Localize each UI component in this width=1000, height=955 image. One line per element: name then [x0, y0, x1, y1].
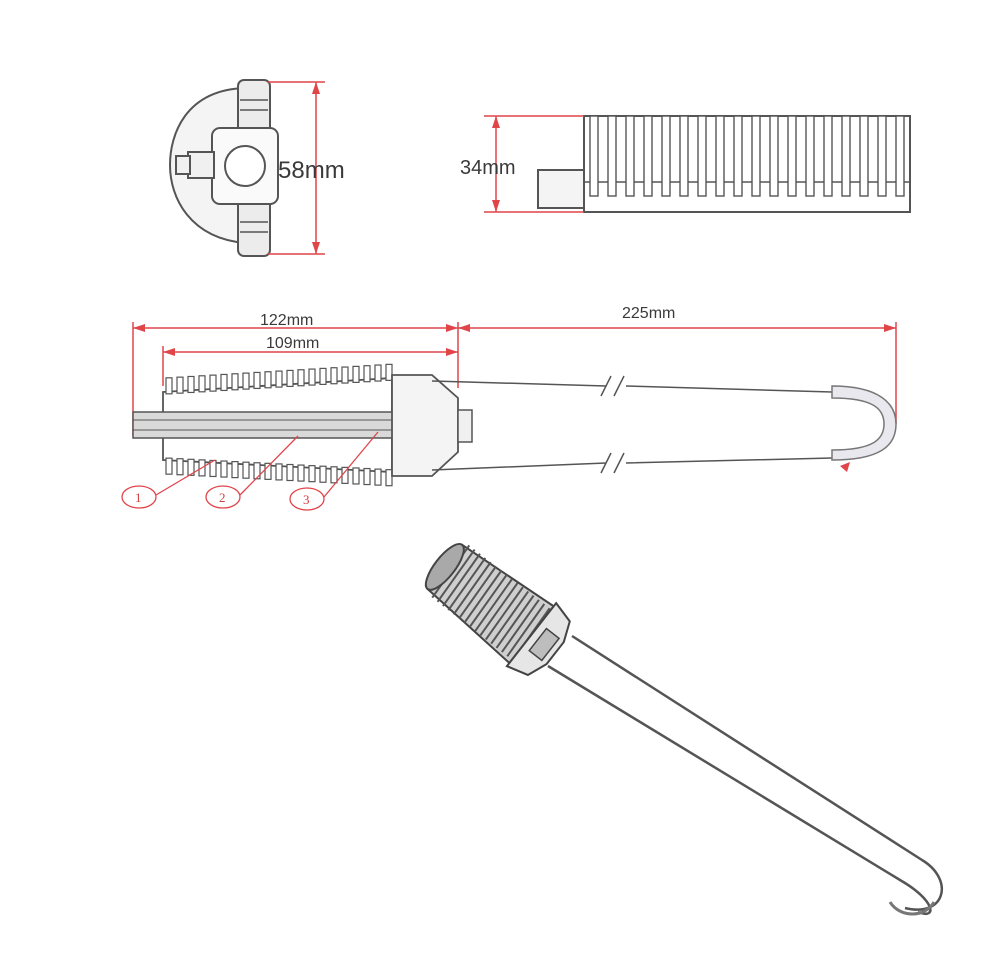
dimension-label-122mm: 122mm	[260, 312, 313, 329]
callout-leader-1	[155, 459, 216, 496]
end-view-slots	[240, 99, 268, 233]
side-view-body	[583, 115, 911, 213]
callout-bubble-3	[289, 487, 325, 511]
dimension-label-109mm: 109mm	[266, 335, 319, 352]
callout-bubble-1	[121, 485, 157, 509]
plan-view: 122mm 109mm 225mm 1 2 3	[121, 305, 897, 511]
end-view: 58mm	[168, 79, 345, 257]
end-view-tab	[187, 151, 215, 179]
end-view-cable-hole	[224, 145, 266, 187]
bail-hook	[831, 385, 897, 461]
callout-label-2: 2	[219, 490, 226, 505]
dimension-label-225mm: 225mm	[622, 305, 675, 322]
iso-bail-wire-lower	[571, 634, 943, 911]
side-view-stub	[537, 169, 587, 209]
cone-cap	[457, 409, 473, 443]
wedge-fins	[165, 363, 393, 487]
cone-head	[391, 374, 459, 477]
callout-label-3: 3	[303, 492, 310, 507]
end-view-tab-tip	[175, 155, 191, 175]
break-mark-lower	[600, 452, 625, 474]
callout-label-1: 1	[135, 490, 142, 505]
side-view: 34mm	[460, 115, 911, 213]
side-view-fins	[589, 115, 905, 197]
iso-hook	[888, 901, 936, 916]
callout-bubble-2	[205, 485, 241, 509]
bail-wire-upper	[431, 380, 833, 393]
break-mark-upper	[600, 375, 625, 397]
callout-leader-2	[239, 435, 299, 496]
callout-leader-3	[323, 431, 379, 498]
dimension-label-58mm: 58mm	[278, 157, 345, 184]
iso-bail-wire-upper	[547, 664, 932, 915]
isometric-view	[424, 542, 943, 916]
dimension-label-34mm: 34mm	[460, 157, 516, 179]
bail-wire-lower	[431, 457, 833, 471]
iso-wedge-body	[424, 542, 571, 677]
